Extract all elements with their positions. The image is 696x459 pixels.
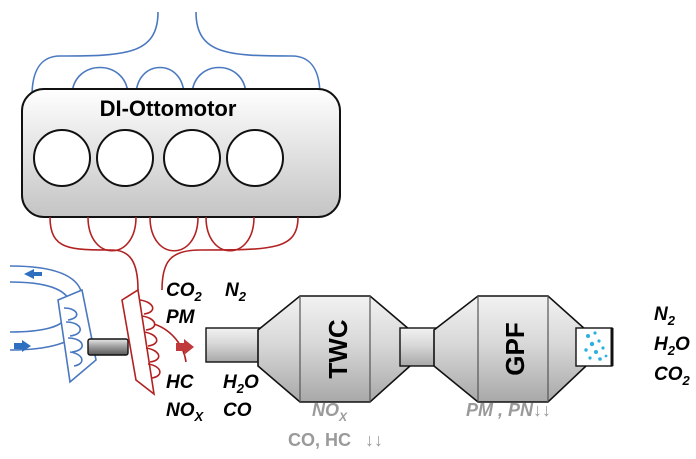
cylinder-2 — [96, 129, 154, 187]
raw-co: CO — [223, 400, 252, 421]
engine-label: DI-Ottomotor — [100, 96, 237, 121]
raw-hc: HC — [166, 372, 194, 393]
tailpipe-n2: N2 — [654, 304, 676, 328]
intake-arrow-top-icon — [24, 269, 42, 279]
tailpipe-h2o: H2O — [654, 334, 690, 358]
twc-reduction-co-hc: CO, HC↓↓ — [288, 430, 383, 450]
twc-reduction-nox: NOX — [312, 400, 348, 424]
turbine — [121, 288, 187, 396]
raw-nox: NOX — [166, 400, 205, 424]
exhaust-pipe-inlet — [205, 327, 263, 363]
turbo-compressor — [9, 265, 97, 384]
raw-h2o: H2O — [223, 372, 259, 396]
turbo-shaft — [87, 338, 129, 356]
cylinder-1 — [33, 129, 91, 187]
exhaust-manifold — [49, 216, 299, 291]
twc-label: TWC — [323, 319, 353, 378]
engine-cylinders — [33, 129, 284, 187]
raw-pm: PM — [166, 307, 196, 328]
intake-manifold — [31, 11, 321, 97]
tailpipe-co2: CO2 — [654, 364, 691, 388]
gpf-label: GPF — [500, 322, 530, 375]
cylinder-4 — [226, 129, 284, 187]
tailpipe — [575, 327, 613, 367]
exhaust-flow-arrow-icon — [176, 339, 194, 355]
gpf-reduction: PM , PN↓↓ — [466, 400, 551, 420]
raw-n2: N2 — [225, 280, 247, 304]
particle-dots-icon — [584, 331, 608, 361]
intake-arrow-bottom-icon — [14, 340, 31, 352]
cylinder-3 — [163, 129, 221, 187]
raw-co2: CO2 — [166, 280, 203, 304]
